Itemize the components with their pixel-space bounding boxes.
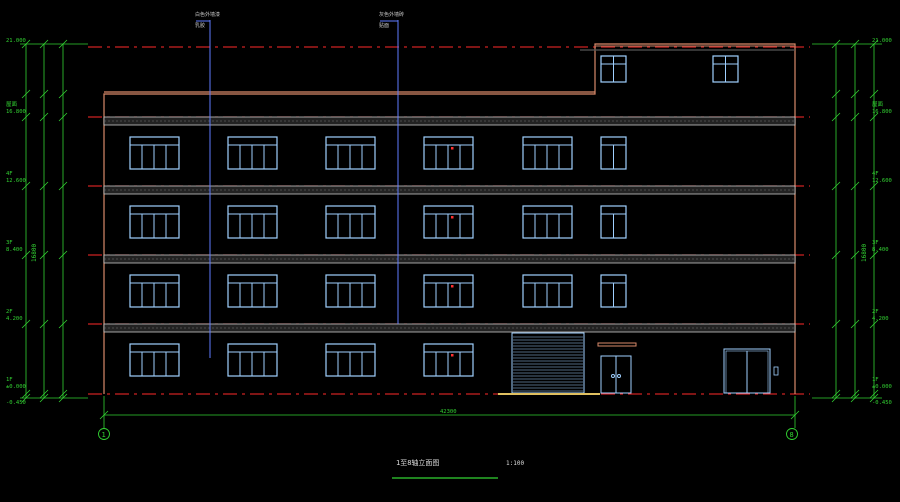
building-outline <box>103 43 796 394</box>
roof-window <box>600 55 627 83</box>
right-dimension-ticks <box>831 39 879 403</box>
left-dimensions <box>20 43 88 399</box>
window <box>129 274 180 308</box>
window <box>325 136 376 170</box>
glazed-door <box>723 348 779 394</box>
right-elevation-labels: 21.000 屋面 16.800 4F 12.600 3F 8.400 2F 4… <box>872 38 892 406</box>
right-elev-bottom: -0.450 <box>872 400 892 406</box>
entrance-canopy <box>597 342 637 347</box>
right-elev-top: 21.000 <box>872 38 892 44</box>
left-elev-4f: 12.600 <box>6 178 26 184</box>
roof-window <box>712 55 739 83</box>
left-total-height: 16800 <box>31 244 38 262</box>
window <box>423 274 474 308</box>
window <box>227 136 278 170</box>
window <box>129 205 180 239</box>
drawing-scale: 1:100 <box>506 460 524 467</box>
left-elev-1f-tag: 1F <box>6 377 13 383</box>
left-elev-2f: 4.200 <box>6 316 23 322</box>
left-elev-4f-tag: 4F <box>6 171 13 177</box>
stair-window <box>600 136 627 170</box>
window <box>227 205 278 239</box>
floor-level-lines <box>88 46 810 395</box>
right-elev-1f-tag: 1F <box>872 377 879 383</box>
window <box>522 274 573 308</box>
grid-axis-8: 8 <box>786 428 798 440</box>
drawing-title: 1至8轴立面图 <box>396 458 439 467</box>
window <box>325 343 376 377</box>
leader-text-2b: 贴面 <box>379 22 389 29</box>
grid-axis-1: 1 <box>98 428 110 440</box>
window <box>129 343 180 377</box>
grid-axis-8-label: 8 <box>790 431 794 439</box>
right-elev-2f: 4.200 <box>872 316 889 322</box>
right-elev-roof: 16.800 <box>872 109 892 115</box>
parapet-outline <box>103 43 796 394</box>
leader-text-2: 灰色外墙砖 <box>379 11 404 18</box>
left-elev-3f: 8.400 <box>6 247 23 253</box>
windows <box>129 55 739 377</box>
bottom-total-width: 42300 <box>440 409 457 415</box>
left-elev-2f-tag: 2F <box>6 309 13 315</box>
leader-text-1: 白色外墙漆 <box>195 11 220 18</box>
floor-bands <box>103 116 796 333</box>
window <box>423 136 474 170</box>
window <box>325 274 376 308</box>
rolling-shutter-door <box>511 332 585 394</box>
right-elev-3f: 8.400 <box>872 247 889 253</box>
entrance-door <box>597 342 637 394</box>
left-elev-bottom: -0.450 <box>6 400 26 406</box>
grid-axis-1-label: 1 <box>102 431 106 439</box>
right-elev-roof-tag: 屋面 <box>872 101 884 108</box>
material-leaders: 白色外墙漆 乳胶 灰色外墙砖 贴面 <box>195 11 404 358</box>
right-elev-4f: 12.600 <box>872 178 892 184</box>
stair-window <box>600 205 627 239</box>
left-elev-3f-tag: 3F <box>6 240 13 246</box>
window <box>325 205 376 239</box>
left-elev-roof: 16.800 <box>6 109 26 115</box>
window <box>227 274 278 308</box>
left-elev-roof-tag: 屋面 <box>6 101 18 108</box>
left-elevation-labels: 21.000 屋面 16.800 4F 12.600 3F 8.400 2F 4… <box>6 38 26 406</box>
stair-window <box>600 274 627 308</box>
right-elev-2f-tag: 2F <box>872 309 879 315</box>
right-elev-4f-tag: 4F <box>872 171 879 177</box>
right-elev-1f: ±0.000 <box>872 384 892 390</box>
left-elev-top: 21.000 <box>6 38 26 44</box>
window <box>522 205 573 239</box>
right-elev-3f-tag: 3F <box>872 240 879 246</box>
leader-text-1b: 乳胶 <box>195 22 205 29</box>
window <box>423 205 474 239</box>
window <box>522 136 573 170</box>
bottom-dimension <box>99 396 800 428</box>
right-dimensions <box>812 43 882 399</box>
left-elev-1f: ±0.000 <box>6 384 26 390</box>
window <box>227 343 278 377</box>
window <box>423 343 474 377</box>
right-total-height: 16800 <box>861 244 868 262</box>
left-dimension-ticks <box>21 39 68 403</box>
window <box>129 136 180 170</box>
